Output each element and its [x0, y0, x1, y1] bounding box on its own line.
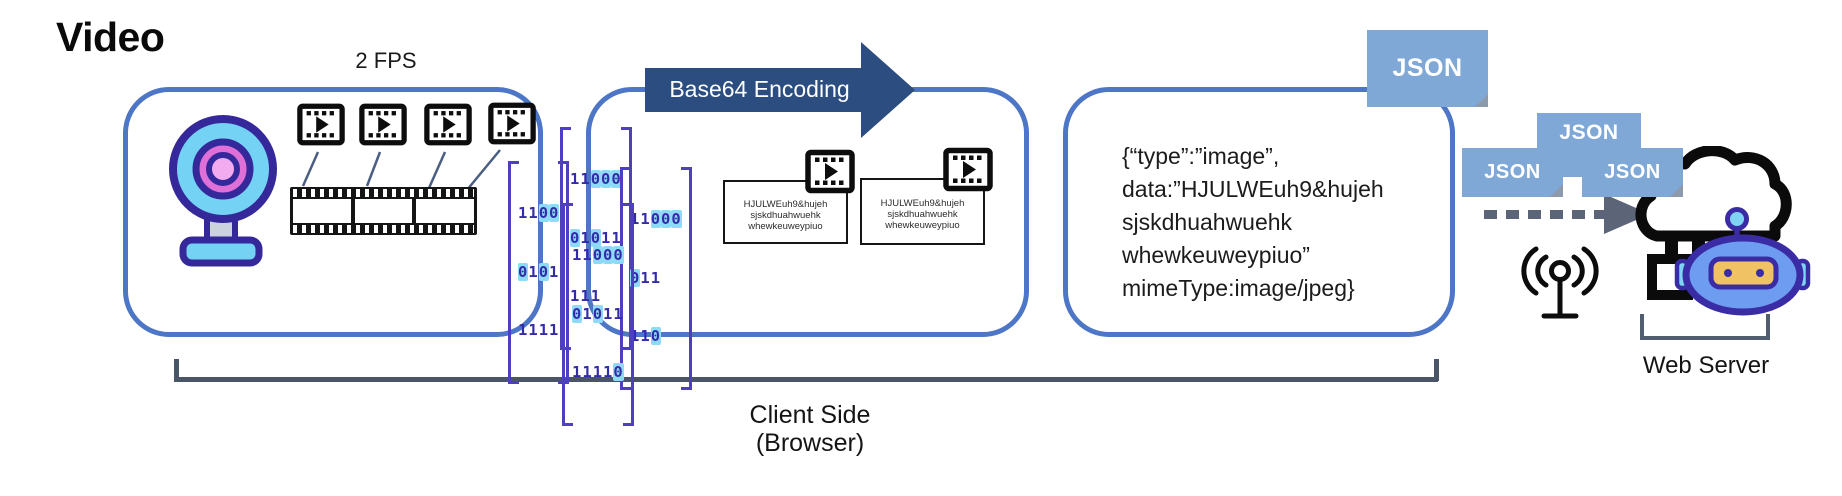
film-sprockets [293, 189, 474, 197]
json-tag-label: JSON [1392, 54, 1463, 82]
fps-label: 2 FPS [355, 48, 417, 73]
base64-encoding-label: Base64 Encoding [669, 76, 850, 102]
json-tag: JSON [1582, 148, 1683, 197]
tag-fold-corner [1670, 184, 1683, 197]
json-line: sjskdhuahwuehk [1122, 209, 1293, 235]
web-server-label: Web Server [1642, 352, 1770, 379]
film-panel [416, 199, 475, 223]
json-payload-box [1063, 87, 1455, 337]
binary-bits-group: 1100 0101 1111 [508, 161, 570, 384]
encoded-frame-card: HJULWEuh9&hujeh sjskdhuahwuehk whewkeuwe… [860, 178, 985, 245]
encoded-text-line: HJULWEuh9&hujeh [743, 198, 828, 210]
dashed-arrow-line [1484, 210, 1606, 219]
video-frame-icon [297, 103, 345, 146]
video-frame-icon [359, 103, 407, 146]
encoded-text-line: whewkeuweypiuo [748, 220, 823, 232]
webcam-icon [169, 115, 277, 267]
film-sprockets [293, 225, 474, 233]
json-line: whewkeuweypiuo” [1122, 242, 1310, 268]
client-side-label: (Browser) [755, 429, 865, 457]
json-line: mimeType:image/jpeg} [1122, 275, 1355, 301]
json-line: data:”HJULWEuh9&hujeh [1122, 176, 1384, 202]
binary-bits-group: 11000 01011 111 [560, 127, 632, 350]
base64-encoding-arrow [645, 42, 915, 138]
video-frame-icon [488, 102, 536, 145]
binary-bits-group: 11000 01011 11110 [562, 203, 634, 426]
json-tag: JSON [1462, 148, 1563, 197]
encoded-text-line: sjskdhuahwuehk [750, 209, 821, 221]
film-strip-icon [290, 187, 477, 235]
film-panel [354, 199, 413, 223]
client-side-bracket-tick [1434, 359, 1439, 381]
encoded-text-line: whewkeuweypiuo [885, 220, 960, 231]
json-tag-label: JSON [1604, 161, 1661, 183]
json-tag: JSON [1367, 30, 1488, 107]
json-tag-label: JSON [1559, 121, 1619, 144]
binary-bits-group: 11000 011 110 [620, 167, 692, 390]
encoded-text-line: sjskdhuahwuehk [887, 209, 958, 220]
web-server-bracket [1640, 314, 1770, 340]
tag-fold-corner [1475, 94, 1488, 107]
film-panel [293, 199, 351, 223]
video-frame-icon [943, 147, 993, 192]
client-side-label: Client Side [749, 401, 871, 429]
json-line: {“type”:”image”, [1122, 143, 1280, 169]
json-tag-label: JSON [1484, 161, 1541, 183]
tag-fold-corner [1550, 184, 1563, 197]
json-payload-text: {“type”:”image”, data:”HJULWEuh9&hujeh s… [1122, 140, 1422, 305]
antenna-broadcast-icon [1521, 246, 1599, 319]
page-title: Video [56, 14, 165, 60]
video-frame-icon [424, 103, 472, 146]
client-side-bracket [174, 377, 1438, 382]
video-frame-icon [805, 149, 855, 194]
encoded-text-line: HJULWEuh9&hujeh [880, 198, 965, 209]
client-side-bracket-tick [174, 359, 179, 381]
